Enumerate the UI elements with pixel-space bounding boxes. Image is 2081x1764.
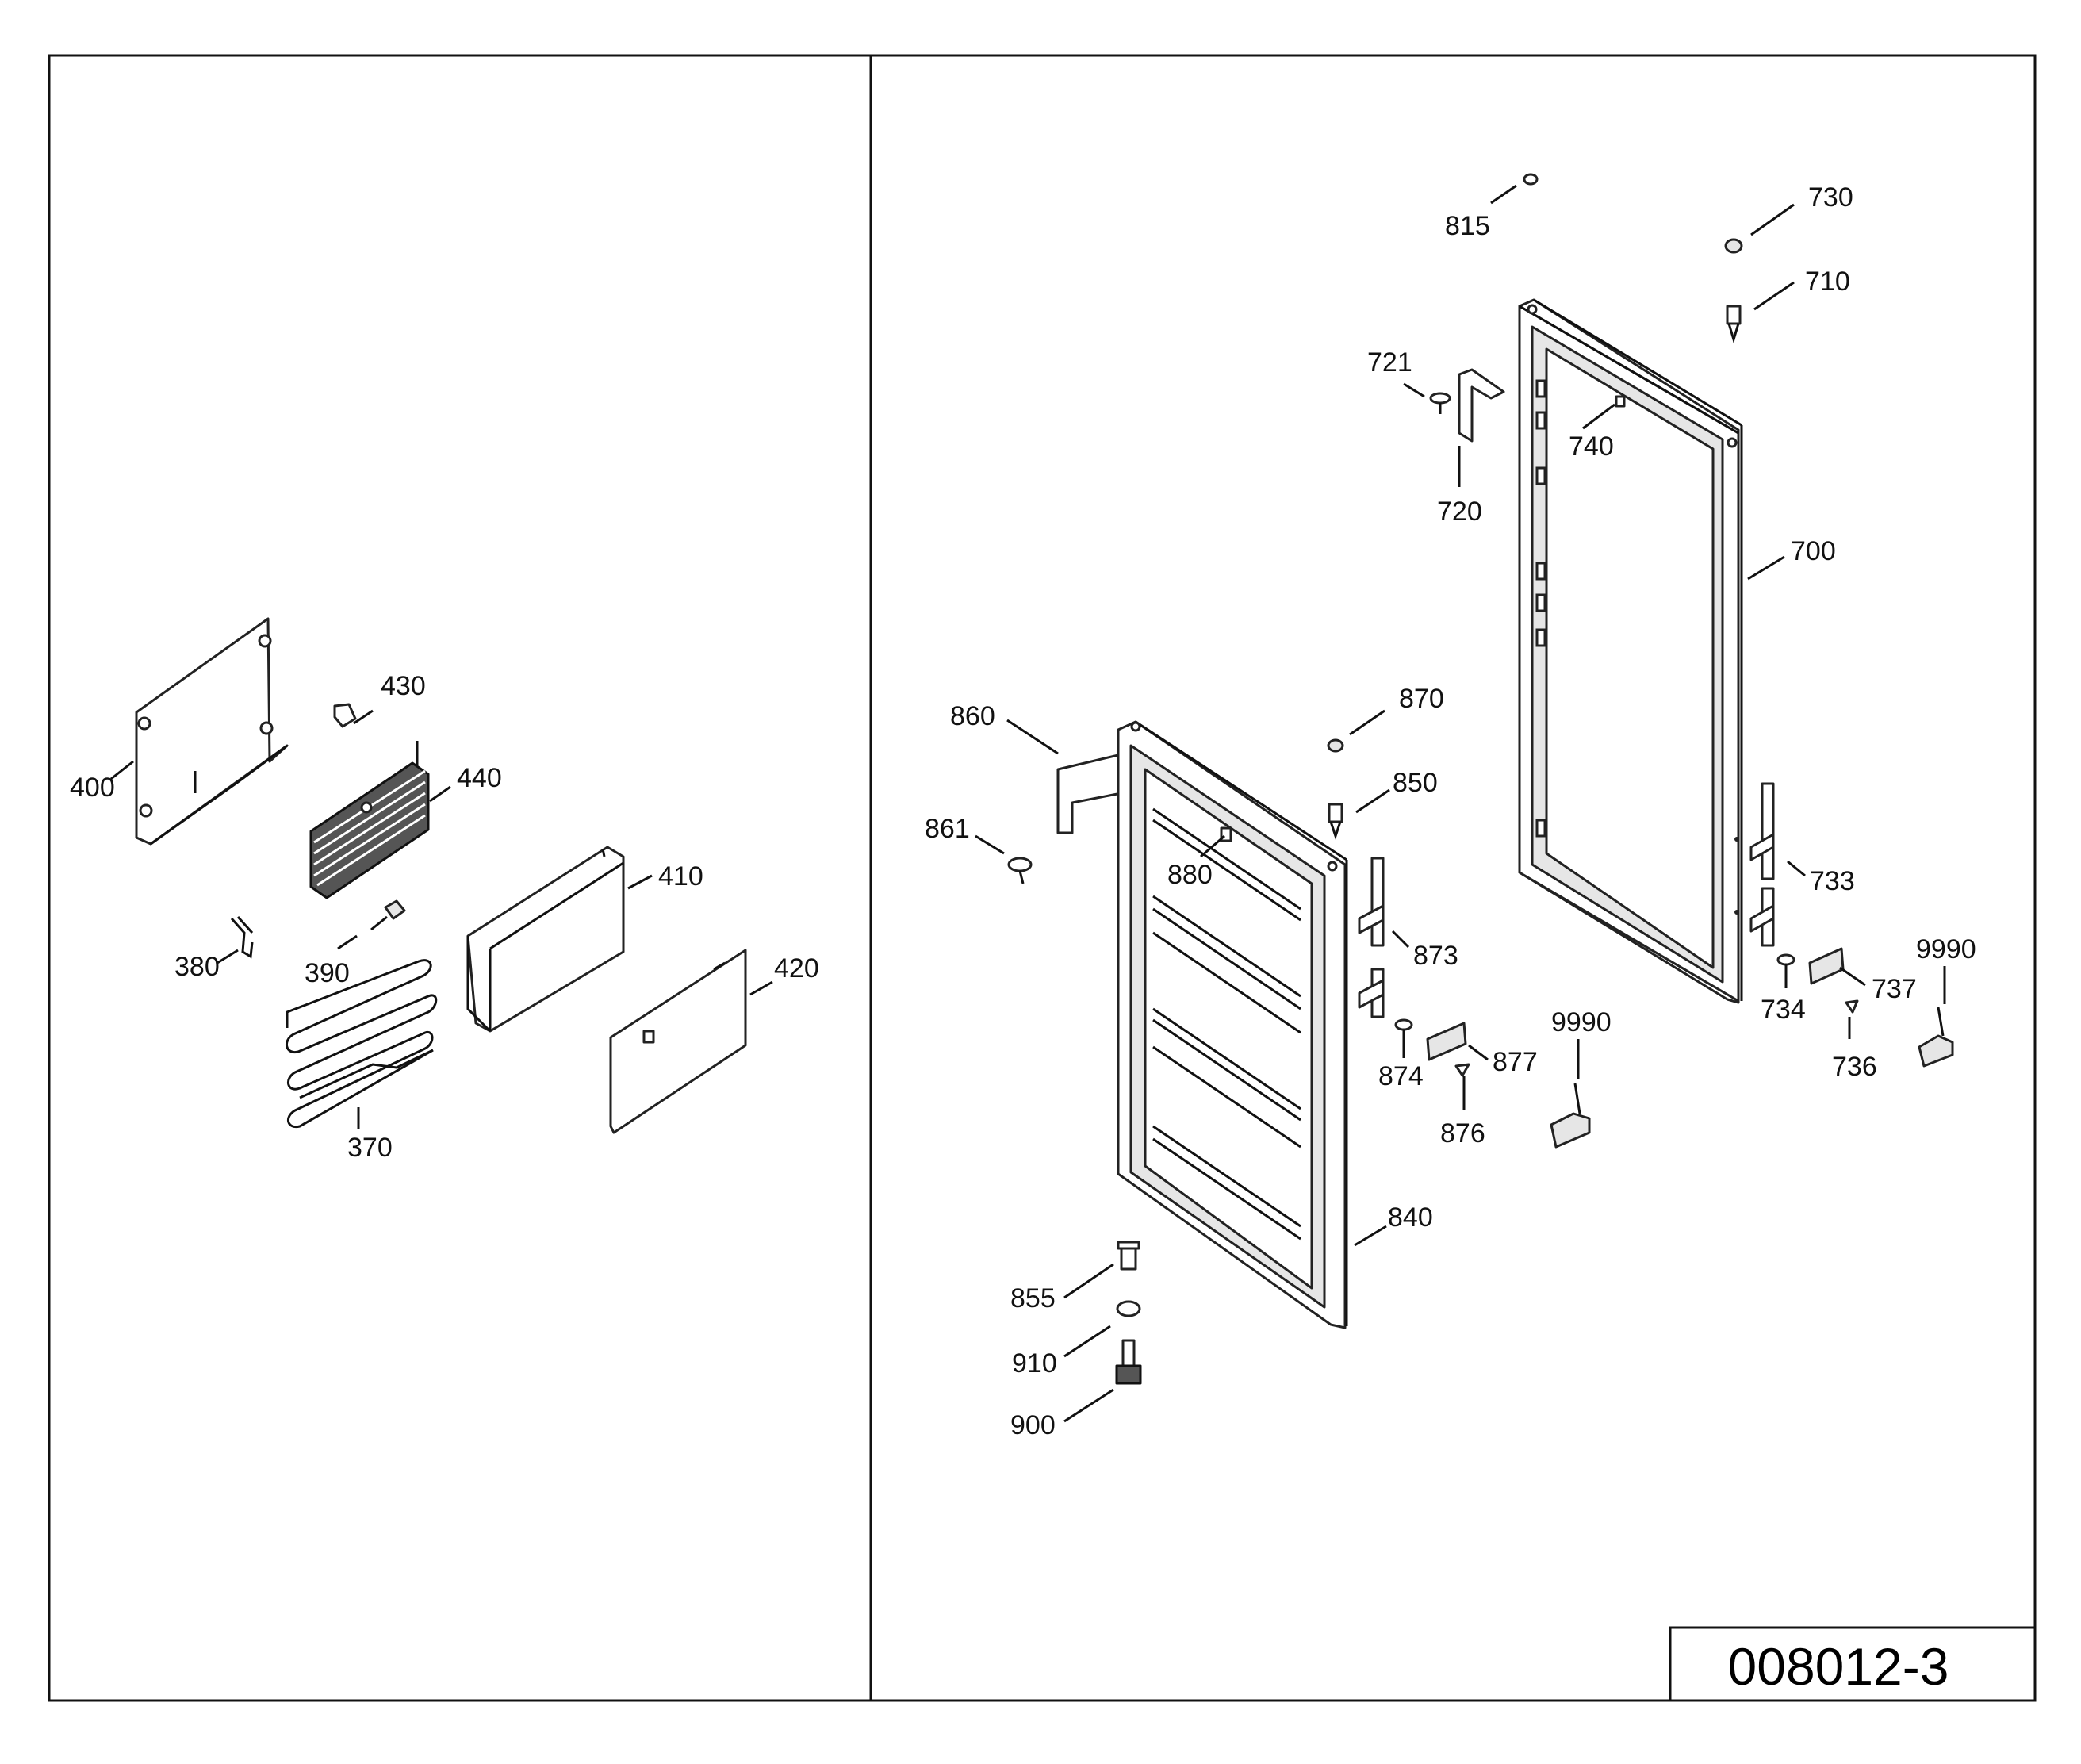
callout-737: 737 — [1872, 974, 1917, 1004]
part-9990-bracket-mid — [1550, 1083, 1591, 1149]
part-850-screw — [1328, 803, 1343, 840]
callout-700: 700 — [1791, 536, 1836, 566]
callout-labels: 400 430 440 410 380 390 420 370 815 730 … — [70, 182, 1976, 1440]
part-370-heater — [286, 959, 438, 1129]
callout-815: 815 — [1445, 211, 1490, 241]
callout-420: 420 — [774, 953, 819, 984]
callout-390: 390 — [305, 958, 350, 988]
callout-733: 733 — [1810, 866, 1855, 896]
part-720-bracket — [1458, 368, 1505, 443]
part-910-washer — [1116, 1300, 1141, 1317]
callout-876: 876 — [1440, 1118, 1485, 1149]
callout-860: 860 — [950, 701, 995, 731]
callout-900: 900 — [1010, 1410, 1056, 1440]
callout-730: 730 — [1808, 182, 1853, 213]
callout-720: 720 — [1437, 497, 1482, 527]
callout-861: 861 — [925, 814, 970, 844]
outer-frame — [48, 54, 2037, 1702]
part-380-clip — [230, 915, 254, 959]
callout-440: 440 — [457, 763, 502, 793]
callout-370: 370 — [347, 1133, 393, 1163]
callout-9990-mid: 9990 — [1551, 1007, 1612, 1037]
part-874-screw — [1394, 1018, 1413, 1039]
callout-850: 850 — [1393, 768, 1438, 798]
part-815-washer — [1523, 173, 1539, 186]
part-410-tray — [466, 846, 625, 1033]
callout-840: 840 — [1388, 1202, 1433, 1233]
part-730-cap — [1724, 238, 1743, 254]
part-710-screw — [1726, 305, 1742, 344]
part-736-stop — [1845, 999, 1859, 1014]
callout-430: 430 — [381, 671, 426, 701]
part-870-cap — [1327, 738, 1344, 753]
part-733-hinge — [1734, 782, 1775, 947]
callout-855: 855 — [1010, 1283, 1056, 1313]
callout-410: 410 — [658, 861, 703, 892]
callout-400: 400 — [70, 773, 115, 803]
part-876-stop — [1454, 1063, 1470, 1077]
part-430-cap — [333, 703, 357, 728]
callout-740: 740 — [1569, 431, 1614, 462]
part-420-panel — [609, 949, 747, 1134]
part-840-lower-door — [1117, 720, 1348, 1329]
part-900-foot — [1115, 1339, 1142, 1385]
callout-873: 873 — [1413, 941, 1458, 971]
callout-721: 721 — [1367, 347, 1412, 378]
part-440-coil — [309, 741, 430, 899]
part-721-screw — [1429, 392, 1451, 414]
drawing-number: 008012-3 — [1728, 1637, 1949, 1696]
part-700-upper-door — [1518, 298, 1743, 1004]
callout-710: 710 — [1805, 267, 1850, 297]
callout-736: 736 — [1832, 1052, 1877, 1082]
part-400-plate — [135, 617, 289, 846]
callout-870: 870 — [1399, 684, 1444, 714]
callout-9990-right: 9990 — [1916, 934, 1976, 964]
part-390-connector — [370, 899, 406, 931]
leader-lines — [110, 184, 1946, 1423]
callout-874: 874 — [1378, 1061, 1424, 1091]
part-734-screw — [1776, 953, 1795, 974]
drawing-number-block: 008012-3 — [1669, 1626, 2037, 1702]
callout-734: 734 — [1761, 995, 1806, 1025]
part-855-pin — [1117, 1241, 1140, 1271]
part-740-pin — [1615, 395, 1626, 408]
part-737-plate — [1808, 947, 1845, 985]
callout-877: 877 — [1493, 1047, 1538, 1077]
callout-910: 910 — [1012, 1348, 1057, 1379]
part-877-plate — [1426, 1022, 1467, 1061]
part-873-hinge — [1358, 857, 1385, 1018]
callout-380: 380 — [174, 952, 220, 982]
part-861-screw — [1007, 857, 1033, 884]
part-9990-bracket-right — [1918, 1007, 1954, 1068]
callout-880: 880 — [1167, 860, 1213, 890]
